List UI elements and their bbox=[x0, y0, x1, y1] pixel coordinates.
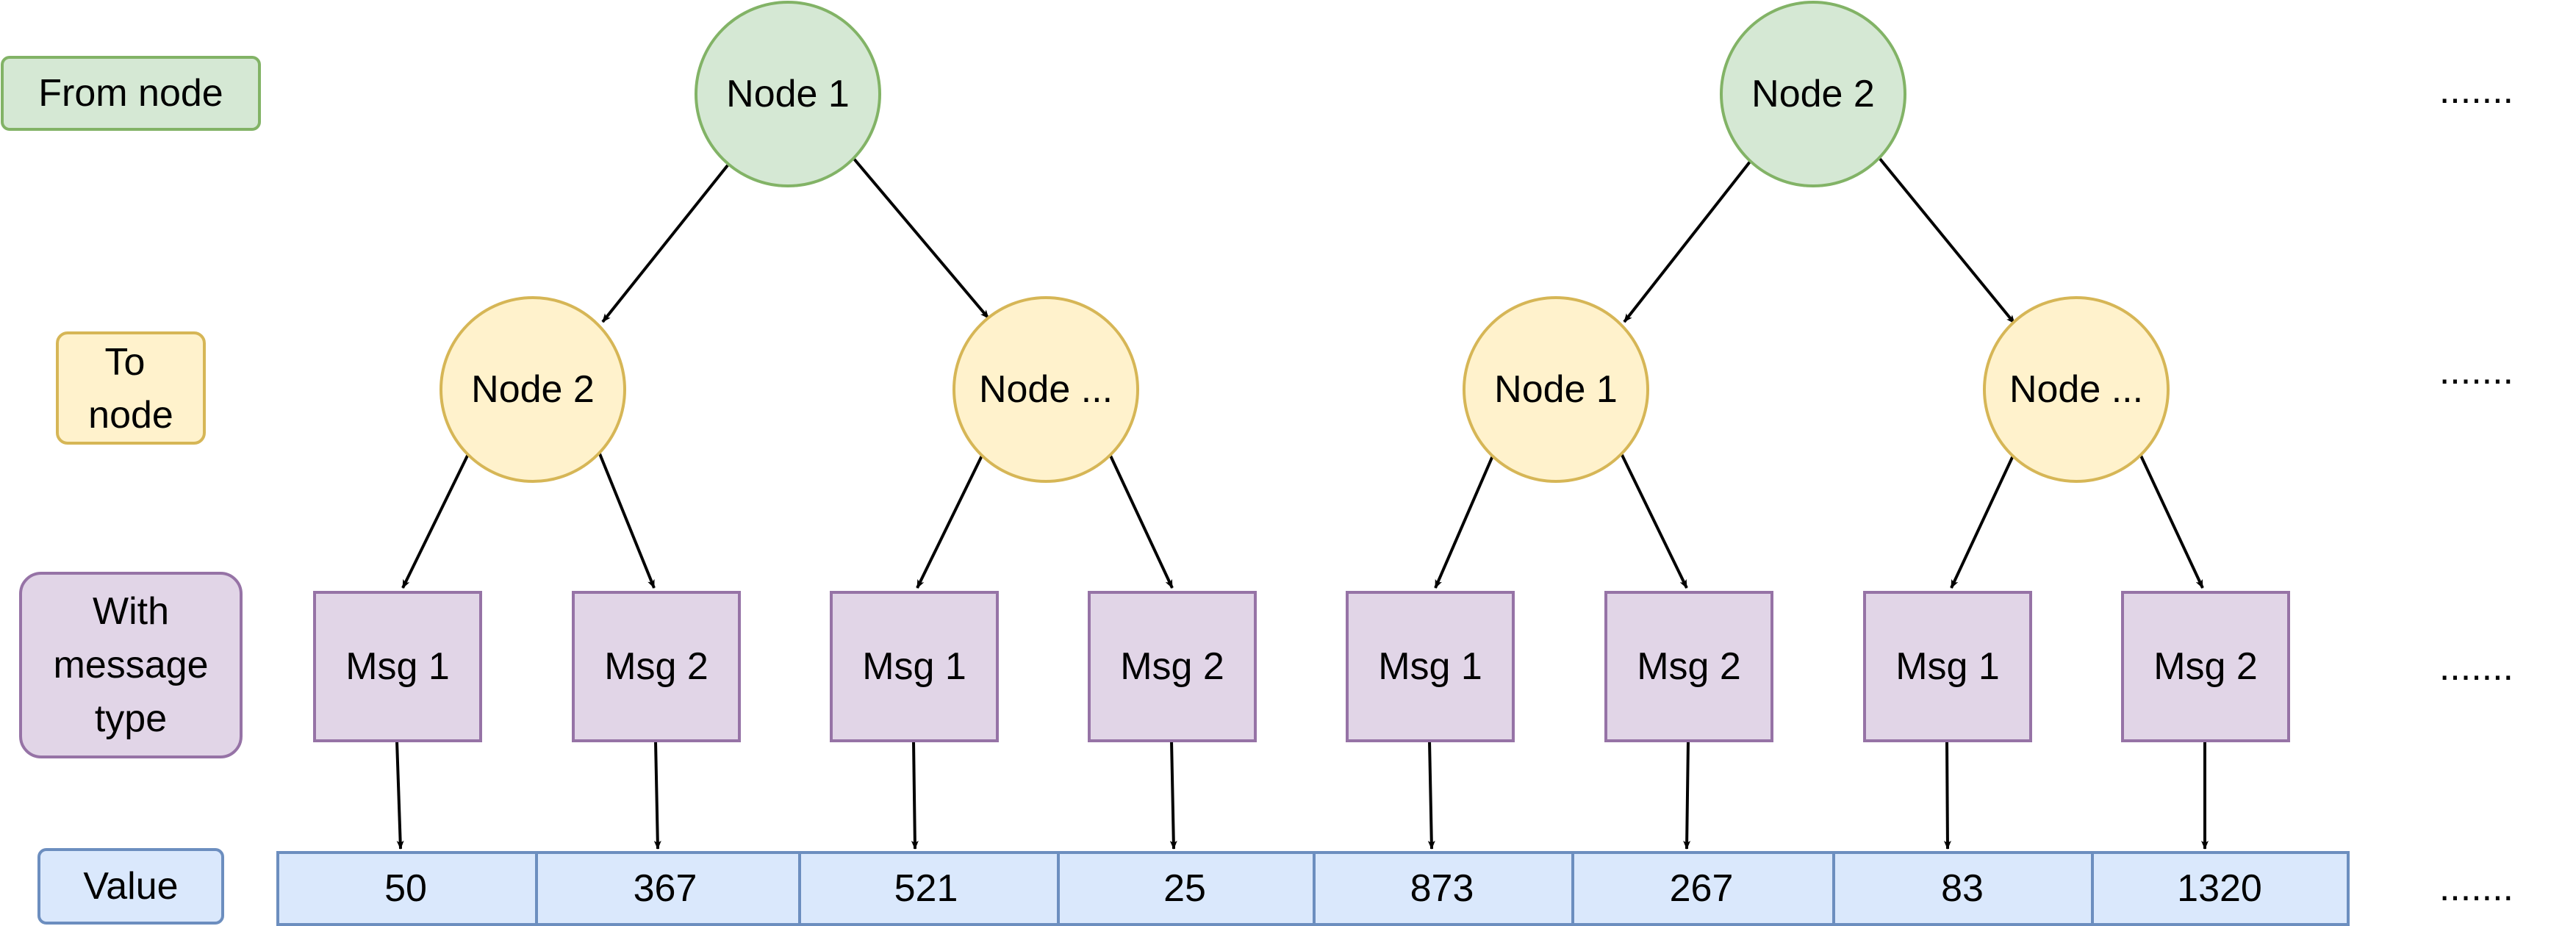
edge-arrow bbox=[1623, 157, 1754, 323]
message-label: Msg 1 bbox=[345, 645, 450, 688]
message-box: Msg 1 bbox=[830, 591, 999, 742]
legend-to-node-line1: To bbox=[105, 341, 146, 384]
value-label: 267 bbox=[1670, 867, 1734, 910]
edge-arrow bbox=[916, 453, 984, 589]
value-cell bbox=[1571, 851, 1835, 926]
value-label: 83 bbox=[1941, 867, 1984, 910]
message-label: Msg 2 bbox=[1120, 645, 1224, 688]
message-box: Msg 2 bbox=[1604, 591, 1773, 742]
legend-value-label: Value bbox=[83, 865, 178, 908]
edge-arrow bbox=[1619, 451, 1688, 589]
from-node-label: Node 2 bbox=[1751, 73, 1875, 115]
value-label: 1320 bbox=[2177, 867, 2262, 910]
message-box: Msg 1 bbox=[1346, 591, 1515, 742]
message-box: Msg 1 bbox=[313, 591, 482, 742]
edge-arrow bbox=[1683, 740, 1691, 850]
legend-from-node-label: From node bbox=[38, 72, 223, 115]
message-box: Msg 2 bbox=[572, 591, 741, 742]
edge-arrow bbox=[653, 740, 661, 850]
legend-message-line3: type bbox=[95, 697, 167, 740]
value-cell bbox=[2091, 851, 2350, 926]
edge-arrow bbox=[1427, 740, 1435, 850]
legend-from-node: From node bbox=[1, 56, 261, 131]
value-cell bbox=[276, 851, 538, 926]
edge-arrow bbox=[1950, 453, 2015, 589]
message-label: Msg 1 bbox=[1378, 645, 1482, 688]
edge-arrow bbox=[401, 453, 470, 589]
message-label: Msg 1 bbox=[1895, 645, 2000, 688]
from-node-2: Node 2 bbox=[1720, 1, 1906, 187]
continuation-ellipsis: ....... bbox=[2439, 69, 2514, 112]
edge-arrow bbox=[1108, 453, 1174, 589]
legend-message-line2: message bbox=[54, 644, 209, 686]
value-cell bbox=[535, 851, 801, 926]
value-label: 873 bbox=[1410, 867, 1474, 910]
legend-message-line1: With bbox=[93, 590, 169, 633]
to-node: Node ... bbox=[952, 296, 1139, 483]
to-node-label: Node 2 bbox=[471, 368, 595, 411]
to-node: Node 2 bbox=[440, 296, 626, 483]
message-label: Msg 1 bbox=[862, 645, 966, 688]
message-label: Msg 2 bbox=[1637, 645, 1741, 688]
edge-arrow bbox=[1943, 740, 1951, 850]
continuation-ellipsis: ....... bbox=[2439, 350, 2514, 392]
edge-arrow bbox=[911, 740, 919, 850]
edge-arrow bbox=[1434, 453, 1495, 589]
message-box: Msg 2 bbox=[1088, 591, 1257, 742]
edge-arrow bbox=[2139, 453, 2204, 589]
to-node-label: Node 1 bbox=[1494, 368, 1618, 411]
value-cell bbox=[1057, 851, 1316, 926]
message-label: Msg 2 bbox=[2153, 645, 2258, 688]
edge-arrow bbox=[1878, 157, 2016, 325]
continuation-ellipsis: ....... bbox=[2439, 646, 2514, 689]
value-array: 50 367 521 25 873 267 83 1320 bbox=[276, 851, 2350, 926]
from-node-label: Node 1 bbox=[726, 73, 850, 115]
legend-value: Value bbox=[37, 848, 224, 925]
legend-to-node-line2: node bbox=[88, 394, 173, 437]
value-label: 521 bbox=[894, 867, 958, 910]
message-label: Msg 2 bbox=[604, 645, 708, 688]
to-node-label: Node ... bbox=[979, 368, 1113, 411]
edge-arrow bbox=[598, 451, 656, 589]
edge-arrow bbox=[395, 740, 404, 850]
edge-arrow bbox=[852, 157, 990, 320]
value-label: 25 bbox=[1163, 867, 1206, 910]
legend-to-node: To node bbox=[56, 331, 206, 445]
edge-arrow bbox=[601, 164, 729, 323]
continuation-ellipsis: ....... bbox=[2439, 866, 2514, 909]
legend-message-type: With message type bbox=[19, 572, 243, 758]
to-node-label: Node ... bbox=[2009, 368, 2143, 411]
to-node: Node ... bbox=[1983, 296, 2170, 483]
from-node-1: Node 1 bbox=[695, 1, 881, 187]
edges bbox=[395, 157, 2209, 850]
edge-arrow bbox=[1169, 740, 1177, 850]
message-box: Msg 2 bbox=[2121, 591, 2290, 742]
value-cell bbox=[1313, 851, 1574, 926]
value-label: 50 bbox=[384, 867, 427, 910]
value-label: 367 bbox=[634, 867, 697, 910]
to-node: Node 1 bbox=[1463, 296, 1649, 483]
message-box: Msg 1 bbox=[1863, 591, 2032, 742]
value-cell bbox=[1832, 851, 2094, 926]
